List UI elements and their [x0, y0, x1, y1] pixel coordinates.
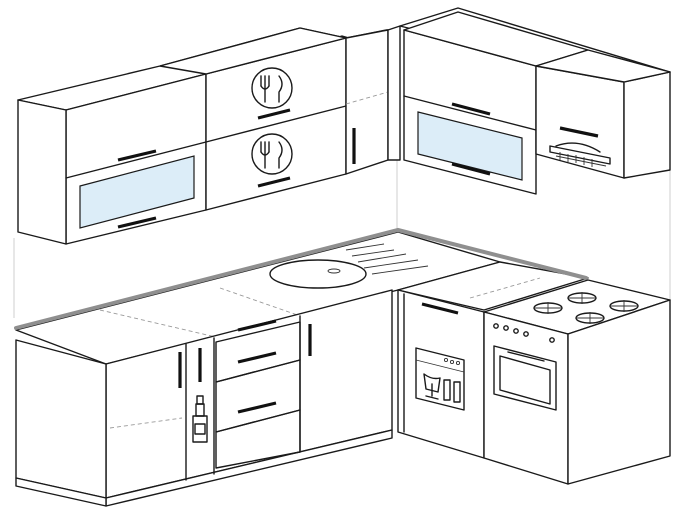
upper-cabinets-right	[399, 7, 671, 195]
drawer-handle	[237, 351, 277, 364]
drawer-handle	[237, 401, 277, 414]
glass-door-panel	[417, 111, 523, 181]
glass-door-panel	[79, 155, 195, 229]
dishwasher-icon	[415, 347, 465, 411]
stove-knobs	[493, 323, 555, 343]
stove-burner-icon	[533, 292, 639, 324]
cutlery-icon	[251, 67, 293, 109]
lower-cabinets-right	[397, 279, 671, 485]
cutlery-icon	[251, 133, 293, 175]
cabinet-handle	[257, 176, 291, 188]
drawer-handle	[237, 319, 277, 332]
lower-cabinets-left	[15, 289, 393, 507]
cabinet-handle	[451, 162, 491, 176]
cabinet-handle	[451, 102, 491, 116]
cabinet-handle	[257, 108, 291, 120]
sink	[269, 243, 429, 289]
dishwasher-handle	[421, 302, 459, 315]
cabinet-handle	[559, 126, 599, 138]
upper-cabinets-left	[17, 25, 401, 245]
cabinet-handle	[117, 216, 157, 229]
countertop	[14, 227, 589, 365]
bottle-icon	[192, 395, 208, 443]
wall-outline	[13, 160, 671, 318]
oven-door	[493, 345, 557, 411]
cabinet-handle	[117, 149, 157, 162]
range-hood-icon	[549, 142, 611, 167]
